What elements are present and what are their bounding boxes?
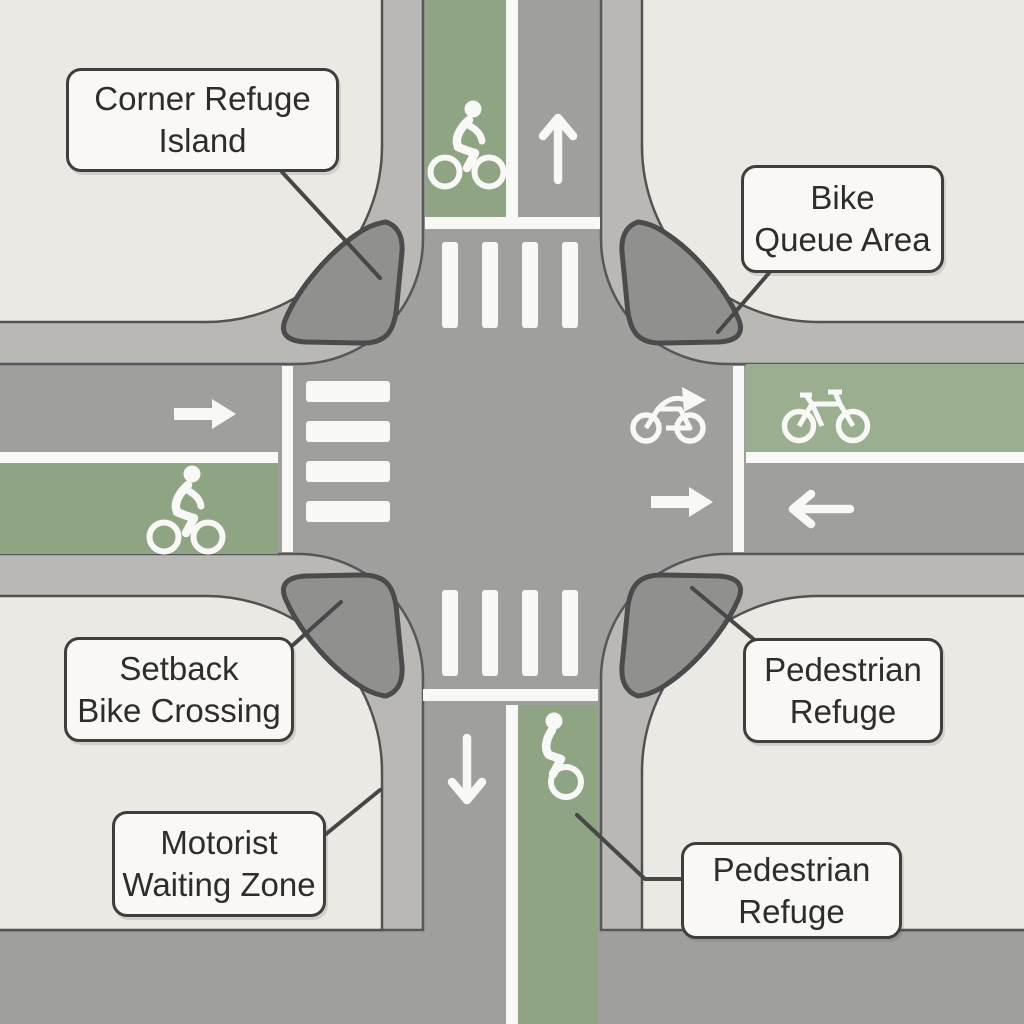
label-line: Queue Area bbox=[754, 221, 931, 258]
leader-bike-queue-area bbox=[716, 271, 771, 334]
cyclist-icon bbox=[427, 100, 507, 190]
bike-lane-green-bottom bbox=[518, 705, 598, 1024]
crosswalk-left bbox=[306, 381, 390, 522]
label-line: Island bbox=[158, 122, 247, 159]
label-line: Motorist bbox=[160, 824, 278, 861]
lane-divider-bottom bbox=[506, 705, 518, 1024]
up-arrow-icon bbox=[538, 113, 578, 185]
label-line: Refuge bbox=[738, 892, 845, 930]
right-arrow-icon bbox=[174, 399, 236, 429]
label-motorist-waiting-zone: Motorist Waiting Zone bbox=[112, 811, 326, 917]
label-bike-queue-area: Bike Queue Area bbox=[741, 165, 944, 273]
leader-lines bbox=[280, 170, 771, 881]
label-line: Corner Refuge bbox=[94, 80, 311, 117]
corner-top-left bbox=[0, 0, 425, 366]
bicycle-icon bbox=[781, 389, 871, 444]
label-line: Pedestrian bbox=[764, 650, 922, 688]
bike-lane-green-left bbox=[0, 463, 278, 554]
cyclist-icon bbox=[541, 712, 584, 800]
stop-line-bottom bbox=[423, 689, 598, 701]
stop-line-top bbox=[425, 217, 600, 229]
setback-island-shape bbox=[281, 572, 405, 699]
label-pedestrian-refuge-lower: Pedestrian Refuge bbox=[681, 842, 902, 939]
corner-refuge-island-shape bbox=[281, 219, 405, 346]
label-line: Bike Crossing bbox=[77, 691, 281, 729]
label-corner-refuge-island: Corner Refuge Island bbox=[66, 68, 339, 172]
right-arrow-icon bbox=[651, 487, 713, 517]
left-arrow-icon bbox=[788, 489, 855, 529]
leader-motorist-waiting-zone bbox=[324, 788, 382, 836]
label-pedestrian-refuge-upper: Pedestrian Refuge bbox=[743, 638, 943, 743]
stop-line-left bbox=[282, 366, 293, 552]
stop-line-right bbox=[733, 366, 744, 552]
label-line: Refuge bbox=[789, 692, 897, 730]
leader-corner-refuge-island bbox=[280, 170, 382, 280]
label-line: Bike bbox=[810, 179, 875, 216]
bike-arrow-icon bbox=[630, 387, 706, 444]
leader-setback-bike-crossing bbox=[291, 600, 343, 647]
label-setback-bike-crossing: Setback Bike Crossing bbox=[64, 637, 294, 742]
label-line: Pedestrian bbox=[712, 850, 871, 888]
down-arrow-icon bbox=[447, 733, 487, 805]
lane-divider-top bbox=[506, 0, 518, 217]
crosswalk-bottom bbox=[442, 590, 578, 676]
cyclist-icon bbox=[146, 465, 226, 555]
bike-queue-island-shape bbox=[619, 219, 743, 346]
lane-divider-left bbox=[0, 452, 278, 463]
label-line: Waiting Zone bbox=[122, 866, 316, 903]
leader-pedestrian-refuge-upper bbox=[690, 586, 759, 644]
crosswalk-top bbox=[442, 242, 578, 328]
lane-divider-right bbox=[746, 452, 1024, 463]
leader-pedestrian-refuge-lower bbox=[575, 813, 684, 881]
label-line: Setback bbox=[119, 649, 239, 687]
